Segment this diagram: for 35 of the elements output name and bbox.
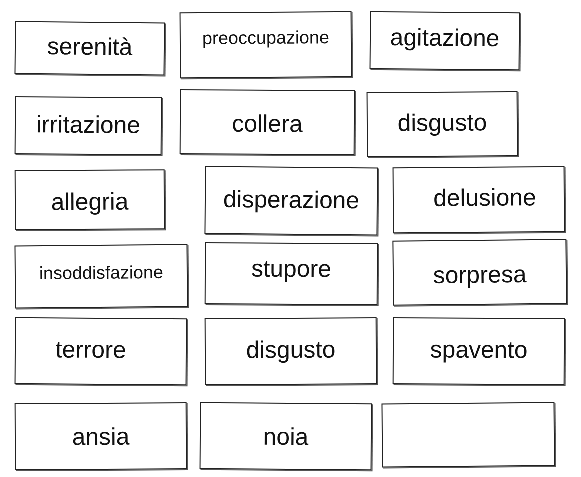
word-card — [392, 239, 568, 306]
emotion-word: disgusto — [246, 338, 336, 365]
emotion-word: insoddisfazione — [39, 263, 164, 284]
word-card — [14, 244, 188, 309]
emotion-word: stupore — [251, 256, 332, 284]
word-card — [204, 242, 378, 306]
emotion-word: noia — [263, 425, 309, 452]
emotion-word: serenità — [47, 34, 133, 62]
word-card — [392, 318, 566, 386]
word-card — [204, 166, 378, 236]
word-card — [200, 402, 372, 471]
emotion-word: delusione — [434, 185, 536, 212]
word-card — [180, 90, 356, 156]
emotion-word: ansia — [72, 425, 130, 452]
emotion-word: sorpresa — [433, 262, 527, 290]
emotion-word: terrore — [56, 338, 126, 365]
word-card — [180, 11, 352, 79]
word-card — [14, 317, 188, 386]
emotion-word: disperazione — [223, 187, 360, 215]
emotion-word: agitazione — [390, 25, 500, 53]
emotion-word: disgusto — [398, 110, 488, 138]
empty-card — [382, 402, 556, 468]
emotion-word: preoccupazione — [202, 28, 330, 50]
word-card — [14, 21, 166, 76]
word-card — [204, 318, 378, 386]
word-card — [14, 96, 162, 156]
emotion-word: spavento — [430, 338, 528, 365]
word-card — [366, 91, 518, 158]
word-card — [14, 170, 166, 230]
emotion-word: irritazione — [36, 112, 141, 140]
word-card — [370, 11, 520, 71]
emotion-word: allegria — [51, 190, 129, 216]
emotion-word: collera — [232, 112, 303, 139]
word-card — [14, 402, 188, 470]
word-card — [392, 166, 566, 234]
